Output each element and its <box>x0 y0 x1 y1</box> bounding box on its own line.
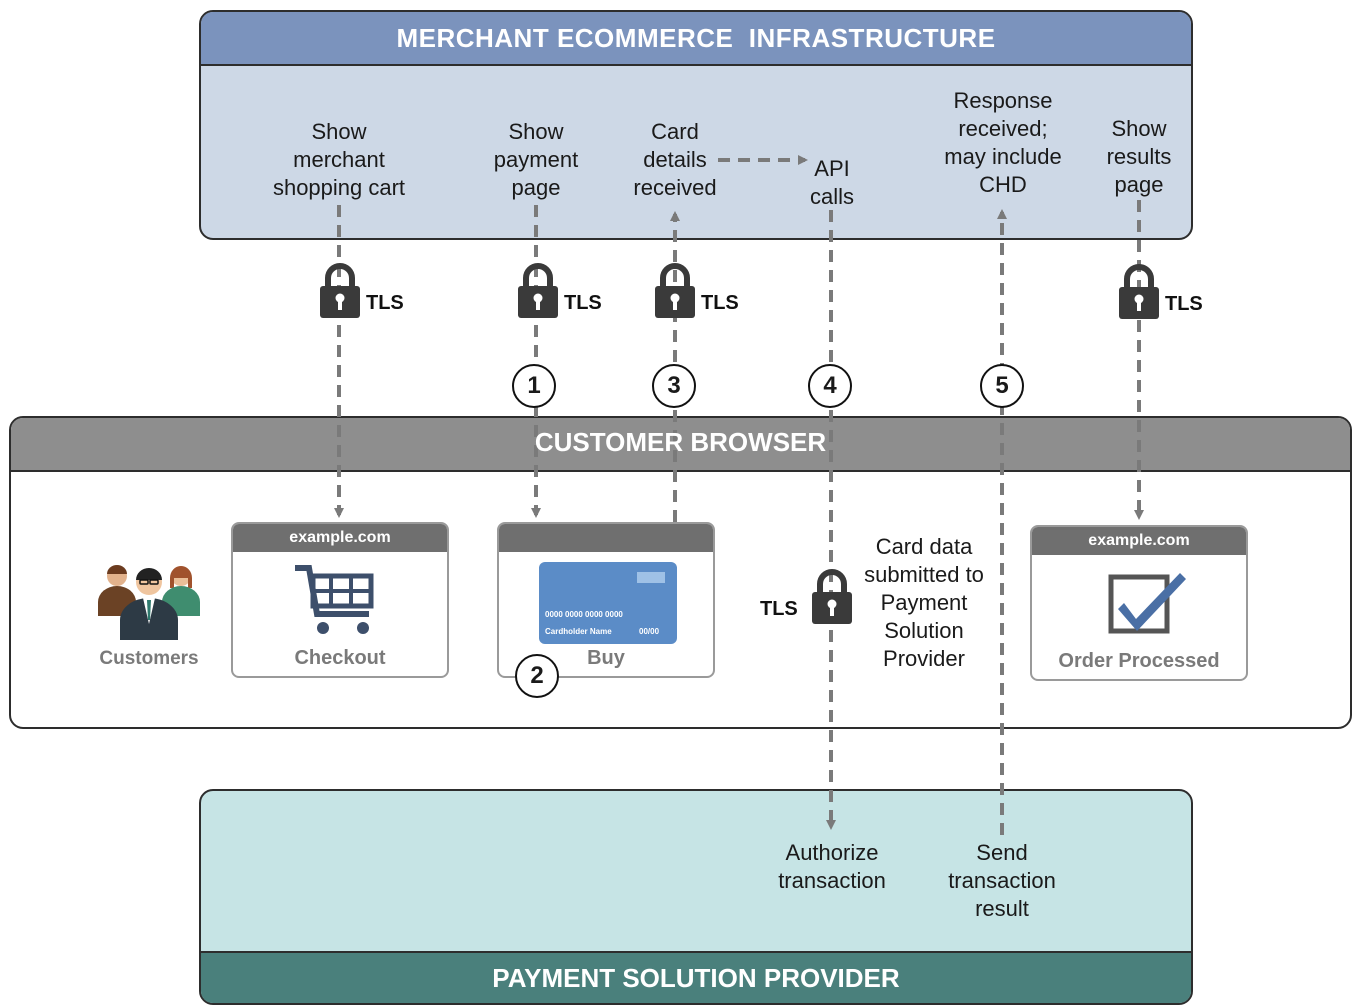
padlock-icon <box>518 263 558 318</box>
step-number-1: 1 <box>512 364 556 408</box>
step-send-transaction-result: Send transaction result <box>948 840 1056 921</box>
step-response-received: Response received; may include CHD <box>944 88 1062 197</box>
step-authorize-transaction: Authorize transaction <box>778 840 886 893</box>
padlock-icon <box>1119 264 1159 319</box>
step-show-payment-page: Show payment page <box>493 119 579 200</box>
card-holder-name: Cardholder Name <box>545 627 612 636</box>
step-show-results-page: Show results page <box>1106 116 1172 197</box>
step-number-2: 2 <box>515 654 559 698</box>
customer-browser-title: CUSTOMER BROWSER <box>534 426 827 457</box>
credit-card-icon: 0000 0000 0000 0000 Cardholder Name 00/0… <box>539 562 677 644</box>
step-number-5: 5 <box>980 364 1024 408</box>
payment-solution-provider-box: PAYMENT SOLUTION PROVIDER <box>199 789 1193 1005</box>
tls-label: TLS <box>760 598 798 620</box>
buy-window-bar <box>499 524 713 552</box>
payment-solution-provider-title: PAYMENT SOLUTION PROVIDER <box>201 951 1191 1003</box>
checkout-url: example.com <box>233 524 447 552</box>
tls-lock-1: TLS <box>318 262 428 322</box>
card-number: 0000 0000 0000 0000 <box>545 610 623 619</box>
merchant-infrastructure-title: MERCHANT ECOMMERCE INFRASTRUCTURE <box>201 12 1191 66</box>
checkmark-icon <box>1108 573 1186 634</box>
customer-browser-header <box>11 418 1350 472</box>
merchant-infrastructure-box: MERCHANT ECOMMERCE INFRASTRUCTURE <box>199 10 1193 240</box>
step-card-details-received: Card details received <box>633 119 717 200</box>
tls-label: TLS <box>564 292 602 314</box>
buy-window: 0000 0000 0000 0000 Cardholder Name 00/0… <box>497 522 715 678</box>
tls-lock-2: TLS <box>516 262 626 322</box>
customers: Customers <box>90 560 208 670</box>
customers-icon <box>98 565 200 640</box>
tls-lock-4: TLS <box>1117 263 1227 323</box>
tls-lock-3: TLS <box>653 262 763 322</box>
padlock-icon <box>812 569 852 624</box>
tls-label: TLS <box>366 292 404 314</box>
buy-caption: Buy <box>587 647 625 669</box>
tls-label: TLS <box>1165 293 1203 315</box>
order-url: example.com <box>1032 527 1246 555</box>
customers-label: Customers <box>99 648 199 669</box>
checkout-window: example.com Checkout <box>231 522 449 678</box>
order-caption: Order Processed <box>1058 650 1220 672</box>
card-expiry: 00/00 <box>639 627 660 636</box>
step-show-shopping-cart: Show merchant shopping cart <box>272 119 406 200</box>
step-number-3: 3 <box>652 364 696 408</box>
step-api-calls: API calls <box>809 156 854 209</box>
order-processed-window: example.com Order Processed <box>1030 525 1248 681</box>
tls-label: TLS <box>701 292 739 314</box>
shopping-cart-icon <box>295 565 374 634</box>
step-number-4: 4 <box>808 364 852 408</box>
step-card-data-submitted: Card data submitted to Payment Solution … <box>864 534 984 671</box>
padlock-icon <box>320 263 360 318</box>
tls-lock-5: TLS <box>760 568 860 628</box>
checkout-caption: Checkout <box>294 647 386 669</box>
padlock-icon <box>655 263 695 318</box>
card-chip <box>637 572 665 583</box>
